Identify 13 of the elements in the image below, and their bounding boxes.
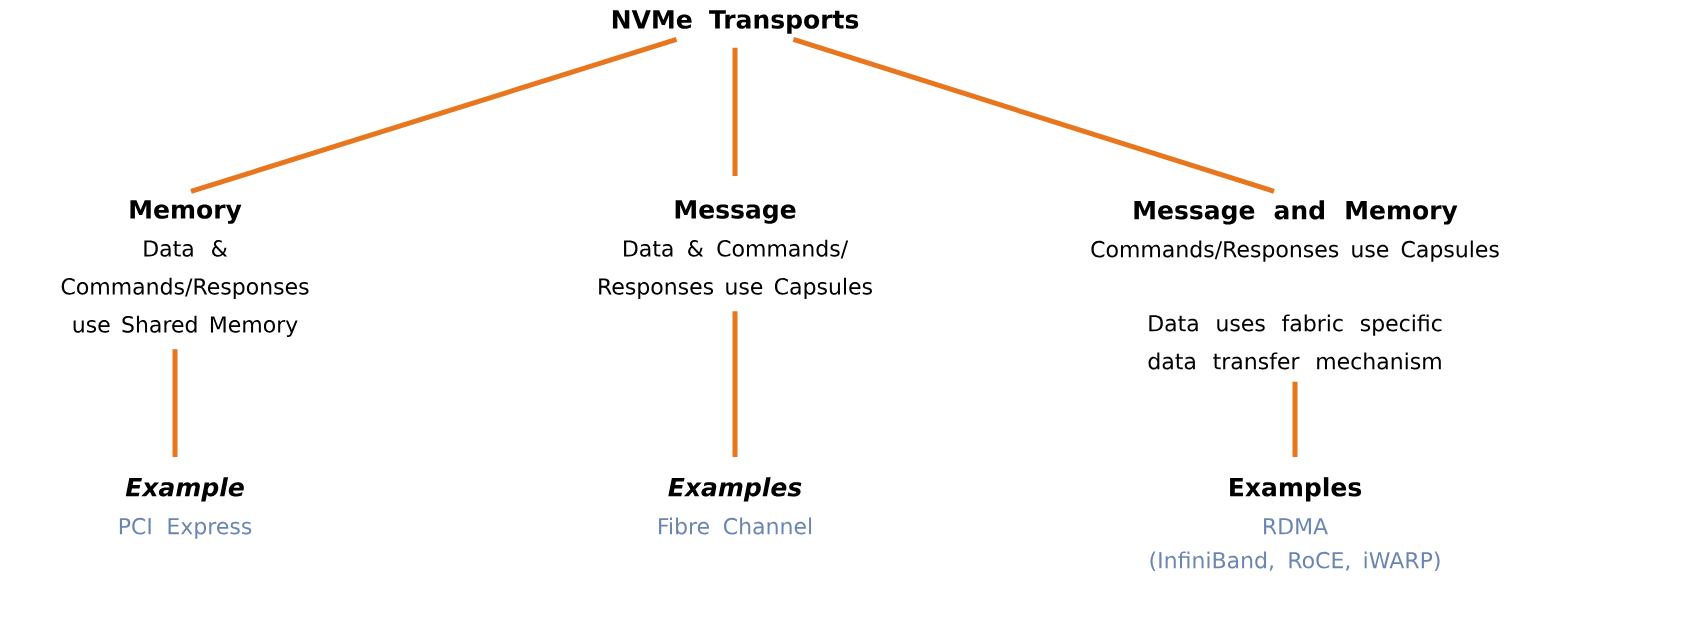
connector-line bbox=[172, 349, 178, 457]
example-text: Examples Fibre Channel bbox=[659, 477, 812, 535]
diagram-title: NVMe Transports bbox=[612, 10, 859, 34]
connector-line bbox=[732, 311, 738, 457]
example-text: Example PCI Express bbox=[119, 477, 252, 539]
category-text: Memory Data & Commands/Responses use Shared Memory bbox=[61, 200, 309, 337]
connector-line bbox=[732, 47, 738, 176]
example-text: Examples RDMA (InfiniBand, RoCE, iWARP) bbox=[1150, 477, 1440, 572]
connector-line bbox=[1292, 381, 1298, 457]
category-text: Message Data & Commands/ Responses use Capsules bbox=[599, 200, 872, 299]
connector-line bbox=[190, 37, 678, 194]
connector-line bbox=[792, 37, 1275, 194]
category-text: Message and Memory Commands/Responses use Capsules Data uses fabric specific data transfer mechanism bbox=[1091, 200, 1499, 370]
